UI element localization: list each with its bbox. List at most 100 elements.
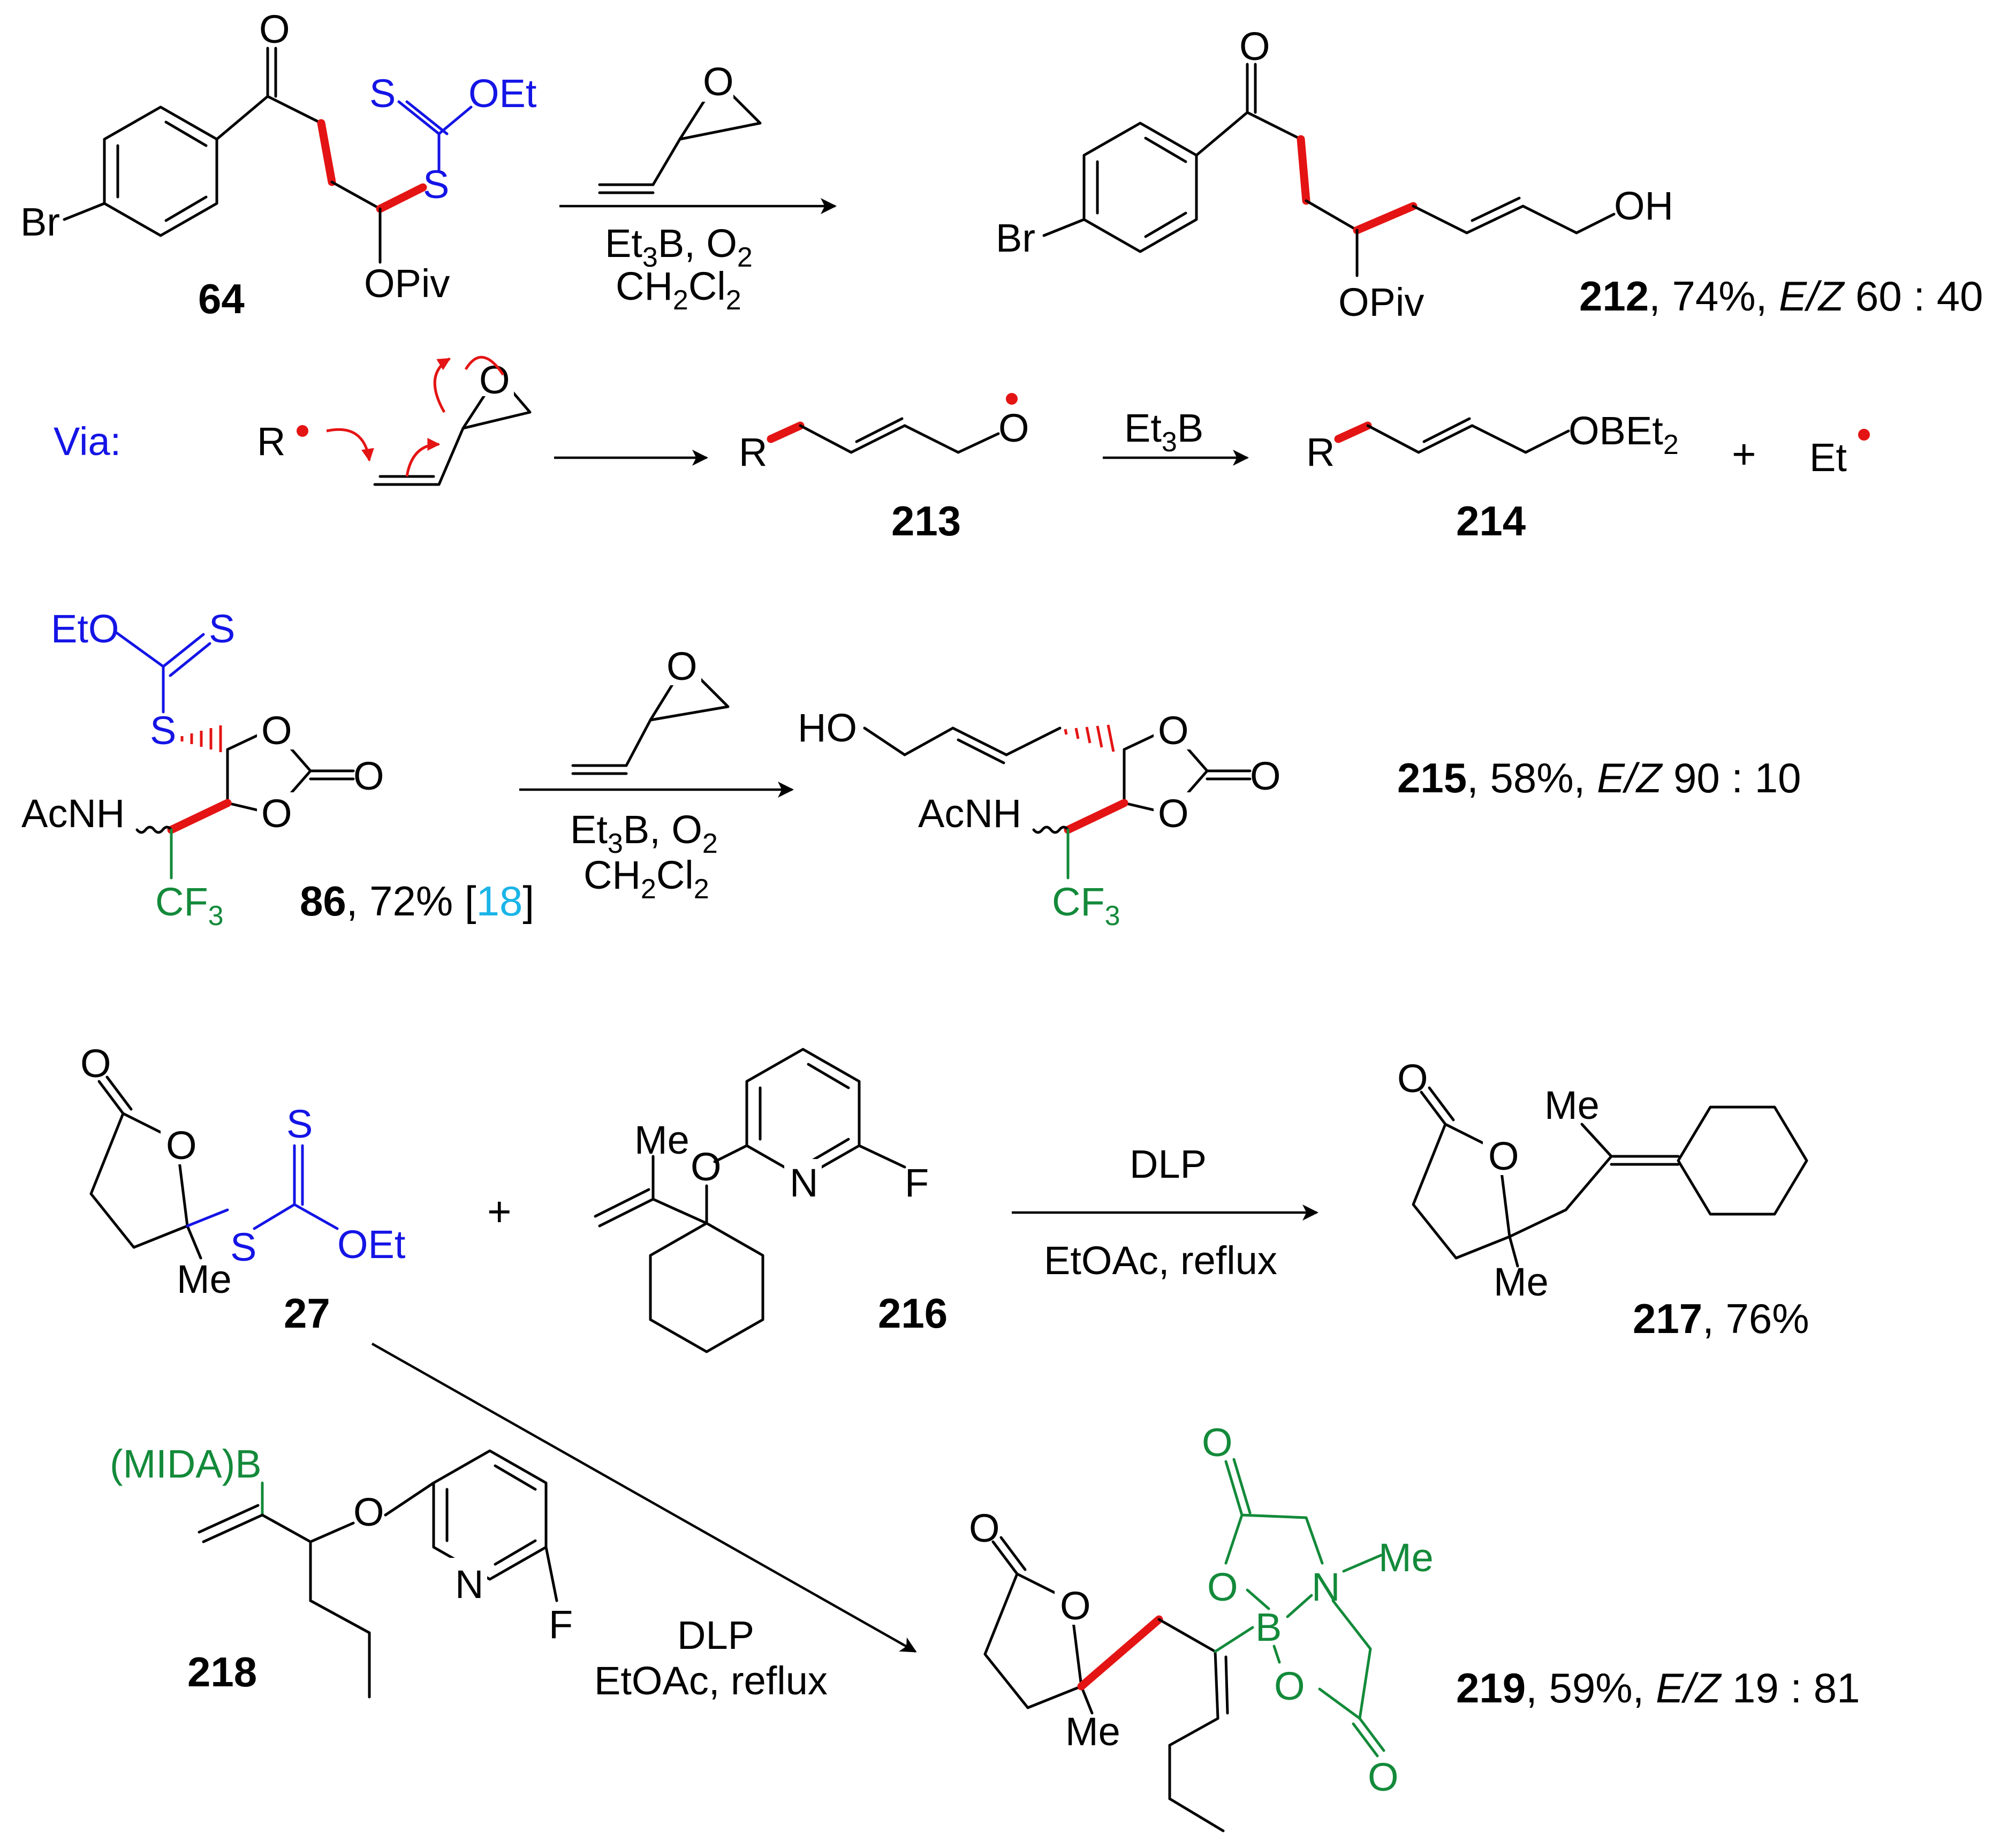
carbonyl-o-top: O (1202, 1420, 1233, 1465)
compound-label-218: 218 (187, 1648, 257, 1695)
compound-label-213: 213 (891, 497, 961, 544)
b-o-upper: O (1207, 1565, 1238, 1609)
bromo: Br (20, 200, 60, 244)
ring-o-top: O (1158, 708, 1189, 753)
b-o-lower: O (1274, 1664, 1305, 1708)
oxygen-radical-dot (1006, 393, 1018, 405)
conditions: EtOAc, reflux (1044, 1238, 1277, 1283)
hydroxyl: HO (798, 706, 857, 750)
methyl: Me (634, 1118, 689, 1162)
reaction-arrow-1: O Et3B, O2 CH2Cl2 (559, 59, 837, 316)
reaction-arrow-4: DLP EtOAc, reflux (1012, 1142, 1318, 1283)
thioether-s: S (423, 162, 449, 207)
ring-o: O (1060, 1584, 1091, 1628)
ether-o: O (691, 1145, 722, 1189)
int-213-o: O (998, 406, 1029, 450)
plus-sign: + (1732, 430, 1756, 478)
epoxide-o: O (703, 59, 734, 104)
thioether-s: S (230, 1225, 256, 1269)
methyl-bottom: Me (1494, 1260, 1549, 1304)
opiv-group: OPiv (1338, 280, 1424, 324)
methyl: Me (1065, 1709, 1120, 1754)
ether-o: O (353, 1490, 384, 1534)
carbonyl-o: O (353, 754, 384, 798)
compound-218: (MIDA)B O N F 218 (110, 1442, 573, 1699)
radical-dot (297, 425, 308, 437)
compound-label-64: 64 (198, 275, 245, 322)
reagent-dlp: DLP (677, 1613, 754, 1657)
acetamido: AcNH (21, 791, 125, 836)
reaction-arrow-5 (371, 1343, 917, 1653)
pyridine-n: N (790, 1161, 818, 1205)
int-214-r: R (1306, 430, 1335, 474)
compound-219: O O Me B O O N Me O O 219, 59%, E/Z 19 (969, 1420, 1860, 1832)
pyridine-n: N (455, 1562, 483, 1607)
reaction-arrow-3: O Et3B, O2 CH2Cl2 (519, 642, 794, 905)
compound-216: N F O Me 216 (594, 1048, 948, 1353)
ketone-o: O (259, 7, 290, 51)
bromo: Br (996, 216, 1035, 260)
ethoxy: OEt (468, 71, 537, 116)
fluoro: F (905, 1161, 929, 1205)
methyl-top: Me (1544, 1083, 1600, 1127)
solvent-ch2cl2: CH2Cl2 (616, 264, 741, 316)
ethyl-radical: Et (1809, 435, 1847, 480)
solvent-ch2cl2: CH2Cl2 (583, 853, 709, 905)
int-214-obet2: OBEt2 (1568, 408, 1679, 460)
compound-label-86: 86, 72% [18] (300, 877, 534, 925)
carbonyl-o: O (80, 1041, 111, 1086)
compound-label-212: 212, 74%, E/Z 60 : 40 (1579, 272, 1983, 320)
epoxide-o: O (666, 644, 698, 688)
ring-o: O (1488, 1134, 1519, 1178)
reagent-et3b-o2: Et3B, O2 (570, 807, 718, 859)
compound-86: EtO S S O O O AcNH CF3 86, 72% [18] (21, 607, 534, 931)
compound-label-215: 215, 58%, E/Z 90 : 10 (1397, 754, 1801, 801)
carbonyl-o: O (1250, 754, 1281, 798)
thione-s: S (286, 1102, 313, 1146)
acetamido: AcNH (918, 791, 1021, 836)
ring-o-bottom: O (261, 791, 292, 836)
radical-r: R (257, 419, 285, 464)
thione-s: S (209, 607, 235, 651)
conditions: EtOAc, reflux (594, 1658, 828, 1703)
reaction-conditions-5: DLP EtOAc, reflux (594, 1613, 828, 1703)
reagent-dlp: DLP (1130, 1142, 1207, 1186)
opiv-group: OPiv (364, 261, 450, 306)
ethoxy: EtO (51, 607, 119, 651)
trifluoromethyl: CF3 (155, 880, 224, 931)
compound-64: O Br S OEt S OPiv 64 (20, 7, 537, 322)
compound-217: O O Me Me 217, 76% (1397, 1056, 1809, 1342)
compound-label-214: 214 (1456, 497, 1526, 544)
hydroxyl: OH (1614, 184, 1673, 228)
carbonyl-o: O (969, 1506, 1000, 1550)
thioether-s: S (150, 708, 176, 753)
boron: B (1255, 1605, 1282, 1649)
reagent-et3b: Et3B (1124, 406, 1203, 458)
compound-label-27: 27 (284, 1290, 330, 1337)
int-213-r: R (739, 430, 767, 474)
via-label: Via: (54, 419, 121, 464)
carbonyl-o-bottom: O (1368, 1755, 1399, 1799)
trifluoromethyl: CF3 (1052, 880, 1120, 931)
mida-boronate: (MIDA)B (110, 1442, 262, 1486)
compound-label-217: 217, 76% (1633, 1295, 1809, 1342)
ethoxy: OEt (337, 1222, 406, 1267)
ethyl-radical-dot (1858, 429, 1870, 441)
compound-label-219: 219, 59%, E/Z 19 : 81 (1456, 1664, 1860, 1711)
reagent-et3b-o2: Et3B, O2 (605, 221, 753, 273)
compound-27: O O Me S S OEt 27 (80, 1041, 406, 1337)
fluoro: F (549, 1602, 573, 1647)
plus-sign: + (487, 1188, 512, 1235)
ring-o: O (166, 1123, 197, 1168)
methyl: Me (177, 1257, 232, 1301)
ring-o-top: O (261, 708, 292, 753)
carbonyl-o: O (1397, 1056, 1428, 1101)
compound-215: HO O O O AcNH CF3 215, 58%, E/Z 90 : 10 (798, 706, 1801, 931)
ketone-o: O (1239, 24, 1270, 69)
compound-label-216: 216 (878, 1290, 948, 1337)
n-methyl: Me (1378, 1535, 1434, 1580)
ring-o-bottom: O (1158, 791, 1189, 836)
mechanism-row: Via: R O R O 213 Et3B R (54, 353, 1870, 544)
thione-s: S (369, 71, 396, 116)
